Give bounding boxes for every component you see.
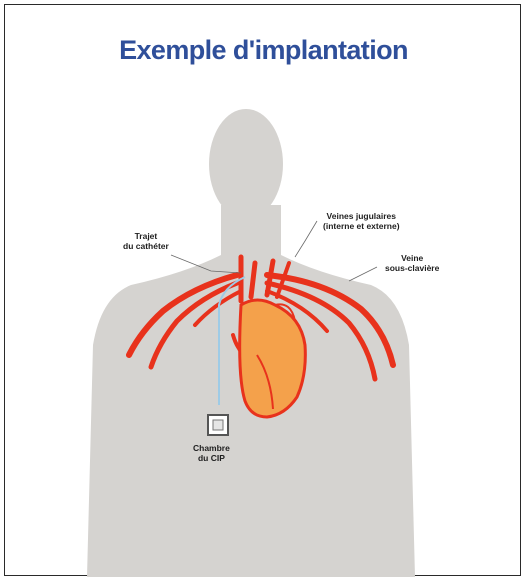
port-chamber-icon xyxy=(208,415,228,435)
head xyxy=(209,109,283,219)
label-port-chamber: Chambre du CIP xyxy=(193,443,230,463)
label-catheter-path-line2: du cathéter xyxy=(123,241,169,251)
label-catheter-path: Trajet du cathéter xyxy=(123,231,169,251)
label-jugular-veins: Veines jugulaires (interne et externe) xyxy=(323,211,400,231)
figure-frame: Exemple d'implantation xyxy=(4,4,521,576)
label-jugular-veins-line2: (interne et externe) xyxy=(323,221,400,231)
anatomy-illustration xyxy=(5,5,522,577)
label-subclavian-vein-line2: sous-clavière xyxy=(385,263,439,273)
label-subclavian-vein-line1: Veine xyxy=(385,253,439,263)
label-port-chamber-line2: du CIP xyxy=(193,453,230,463)
label-port-chamber-line1: Chambre xyxy=(193,443,230,453)
label-subclavian-vein: Veine sous-clavière xyxy=(385,253,439,273)
label-catheter-path-line1: Trajet xyxy=(123,231,169,241)
label-jugular-veins-line1: Veines jugulaires xyxy=(323,211,400,221)
